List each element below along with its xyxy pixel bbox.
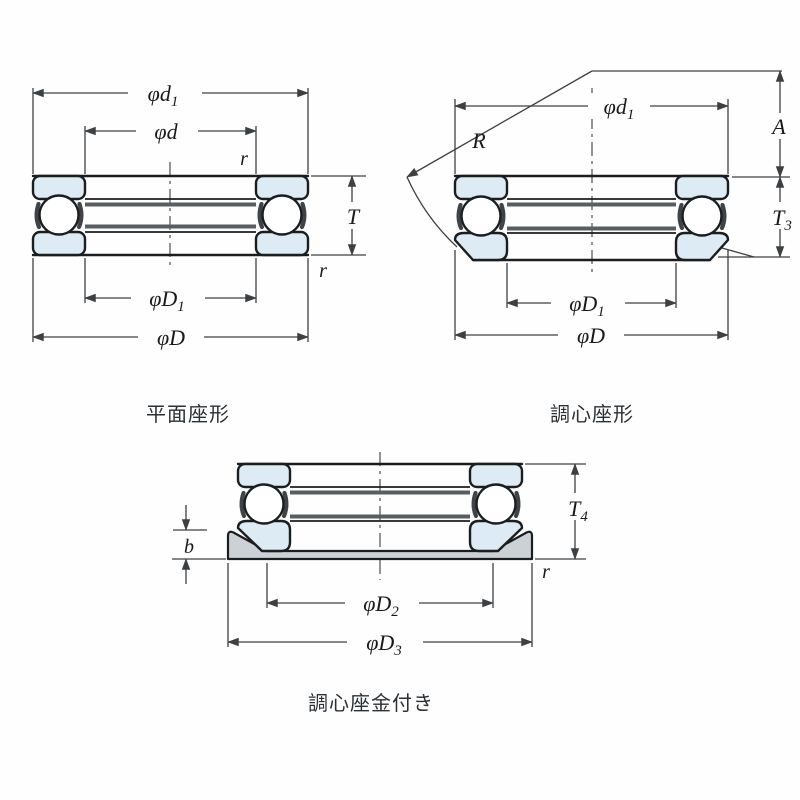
dim-phi-d: φd [84,118,257,144]
caption-flat-seat: 平面座形 [146,402,230,426]
figure-with-aligning-washer: T4 b r φD2 φD3 調心座金付き [172,452,595,715]
ball-left [38,194,80,236]
cage-section [513,490,521,519]
dim-phi-D1: φD1 [84,285,257,315]
dim-T: T [339,175,367,256]
label-T3: T3 [772,205,792,234]
dim-b: b [181,505,194,584]
label-phi-d1: φd1 [604,94,635,123]
dim-phi-D2: φD2 [266,590,494,620]
label-phi-d: φd [154,119,178,144]
dim-A: A [767,70,793,178]
label-phi-D1: φD1 [149,286,185,315]
dim-phi-D: φD [454,322,729,348]
figure-flat-seat: φd1 φd r T r φD1 φD 平面座形 [31,80,367,426]
lower-right-aligning-washer-section [674,231,730,262]
caption-with-aligning-washer: 調心座金付き [308,691,434,715]
label-r: r [542,561,550,583]
dim-phi-d1: φd1 [454,93,729,123]
dim-T4: T4 [561,463,595,560]
figure-aligning-seat: R φd1 A T3 φD1 φD 調心座形 [406,70,800,426]
lower-right-aligning-washer-section [468,519,524,553]
cage-section [498,202,506,231]
extension-lines [32,88,366,342]
cage-section [76,201,84,230]
dim-T3: T3 [766,176,800,258]
label-A: A [770,114,786,139]
cage-section [456,202,464,231]
dim-phi-d1: φd1 [32,80,309,110]
cage-section [281,490,289,519]
label-phi-D3: φD3 [366,630,402,659]
cage-section [677,202,685,231]
label-b: b [184,536,194,558]
sphere-radius-R-construction [406,70,782,248]
cage-section [719,202,727,231]
cage-section [34,201,42,230]
ball-right [261,194,303,236]
label-R: R [471,128,486,153]
label-r-top: r [240,148,248,170]
label-phi-D1: φD1 [569,291,605,320]
lower-left-aligning-washer-section [453,231,509,262]
label-phi-d1: φd1 [148,81,179,110]
cage-section [257,201,265,230]
caption-aligning-seat: 調心座形 [550,402,634,426]
dim-phi-D3: φD3 [227,629,533,659]
cage-section [239,490,247,519]
dim-phi-D1: φD1 [506,290,677,320]
label-r-bottom: r [319,260,327,282]
label-phi-D: φD [157,325,185,350]
ball-left [243,483,285,525]
ball-left [460,195,502,237]
ball-right [475,483,517,525]
label-phi-D2: φD2 [363,591,399,620]
lower-left-aligning-washer-section [236,519,292,553]
label-T4: T4 [568,496,588,525]
label-phi-D: φD [577,323,605,348]
dim-phi-D: φD [32,324,309,350]
label-T: T [347,204,361,229]
ball-right [681,195,723,237]
cage-section [299,201,307,230]
cage-section [471,490,479,519]
